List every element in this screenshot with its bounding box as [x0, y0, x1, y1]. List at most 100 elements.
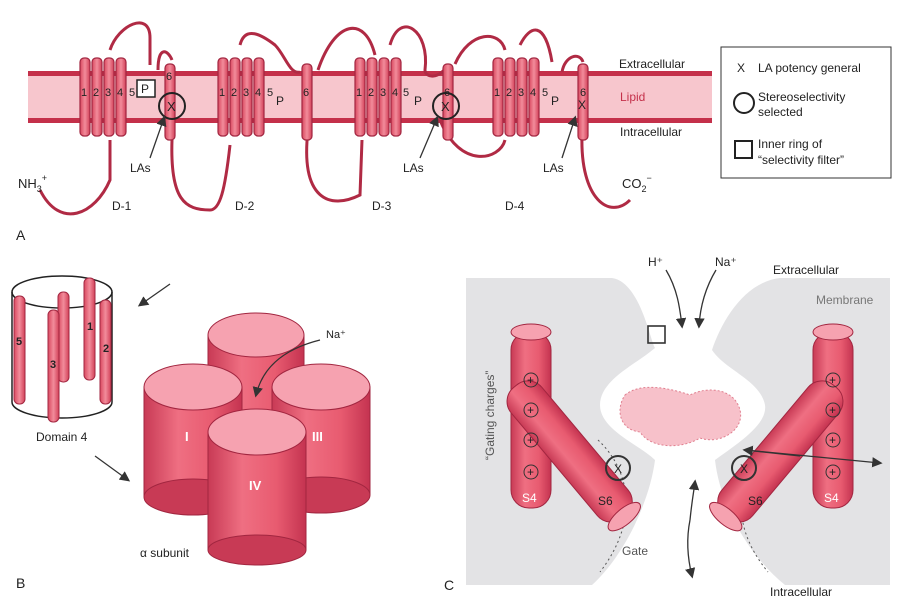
helix-d2-s4	[253, 57, 265, 137]
seg-num: 3	[243, 87, 249, 99]
segment-numbers: 1 2 3 4 5 6 1 2 3 4 5 6 1 2 3 4 5 6 1 2 …	[81, 71, 586, 99]
seg-num: 5	[403, 87, 409, 99]
rod-2	[99, 299, 112, 405]
helix-d1-s6	[164, 63, 176, 141]
seg-num: 2	[368, 87, 374, 99]
seg-num: 1	[356, 87, 362, 99]
seg-num: 4	[392, 87, 398, 99]
p-label: P	[276, 94, 284, 108]
legend-x-text: LA potency general	[758, 61, 861, 75]
h-label: H⁺	[648, 255, 663, 269]
panel-b-letter: B	[16, 575, 25, 591]
la-drug-molecule	[619, 386, 742, 447]
plus-sign: +	[829, 433, 836, 447]
plus-sign: +	[527, 403, 534, 417]
helix-d4-s2	[504, 57, 516, 137]
chain-loops	[38, 21, 632, 216]
la-sites: X X X	[158, 92, 586, 120]
las-label: LAs	[543, 161, 564, 175]
helix-d2-s1	[217, 57, 229, 137]
helix-d4-s4	[528, 57, 540, 137]
seg-num: 6	[580, 87, 586, 99]
legend-square-icon	[734, 140, 753, 159]
gating-charges-right: + + + +	[825, 372, 841, 480]
rod-5	[13, 295, 26, 405]
helix-d4-s6	[577, 63, 589, 141]
na-label-c: Na⁺	[715, 255, 737, 269]
rod-label: 1	[87, 321, 93, 333]
cylinder-label: I	[185, 429, 189, 444]
helix-d2-s2	[229, 57, 241, 137]
s6-helix-left	[506, 380, 641, 532]
helix-d3-s1	[354, 57, 366, 137]
x-mark-c: X	[740, 462, 748, 476]
legend-square-text-1: Inner ring of	[758, 137, 823, 151]
legend-circle-text-1: Stereoselectivity	[758, 90, 845, 104]
domain-4-label: Domain 4	[36, 430, 88, 444]
helix-bundles	[79, 57, 589, 141]
rod-label: 3	[50, 359, 56, 371]
helix-d3-s6	[442, 63, 454, 141]
las-label: LAs	[403, 161, 424, 175]
plus-sign: +	[829, 403, 836, 417]
s4-label-left: S4	[522, 491, 537, 505]
seg-num: 4	[255, 87, 261, 99]
extracellular-label-c: Extracellular	[773, 263, 839, 277]
rod-label: 2	[103, 343, 109, 355]
seg-num: 4	[530, 87, 536, 99]
helix-d2-s3	[241, 57, 253, 137]
helix-d1-s3	[103, 57, 115, 137]
membrane-label: Membrane	[816, 293, 874, 307]
legend-square-text-2: “selectivity filter”	[758, 153, 844, 167]
helix-d1-s2	[91, 57, 103, 137]
seg-num: 4	[117, 87, 123, 99]
seg-num: 3	[105, 87, 111, 99]
n-terminus: NH3+	[18, 173, 47, 194]
alpha-subunit	[143, 312, 371, 566]
gating-charges-left: + + + +	[523, 372, 539, 480]
panel-a: 1 2 3 4 5 6 1 2 3 4 5 6 1 2 3 4 5 6 1 2 …	[16, 21, 892, 243]
helix-d1-s1	[79, 57, 91, 137]
seg-num: 5	[267, 87, 273, 99]
intracellular-label-a: Intracellular	[620, 125, 682, 139]
alpha-subunit-label: α subunit	[140, 546, 190, 560]
seg-num: 3	[518, 87, 524, 99]
seg-num: 1	[219, 87, 225, 99]
helix-d4-s1	[492, 57, 504, 137]
seg-num: 5	[129, 87, 135, 99]
p-labels: P P P P	[136, 79, 559, 108]
stereo-circle	[432, 92, 460, 120]
domain-4-cylinder: 5 3 1 2	[11, 275, 113, 423]
plus-sign: +	[829, 373, 836, 387]
helix-d2-s6	[301, 63, 313, 141]
cylinder-label: III	[312, 429, 323, 444]
plus-sign: +	[829, 465, 836, 479]
seg-num: 6	[303, 87, 309, 99]
seg-num: 1	[494, 87, 500, 99]
las-labels: LAs LAs LAs	[130, 161, 564, 175]
p-label: P	[551, 94, 559, 108]
na-label-b: Na⁺	[326, 329, 346, 341]
legend-x-symbol: X	[737, 61, 745, 75]
selectivity-filter-square-c	[647, 325, 666, 344]
las-label: LAs	[130, 161, 151, 175]
intracellular-label-c: Intracellular	[770, 585, 832, 599]
rod-top	[57, 291, 70, 383]
panel-c-letter: C	[444, 577, 454, 593]
helix-d1-s4	[115, 57, 127, 137]
domain-label: D-1	[112, 199, 132, 213]
rod-1	[83, 277, 96, 381]
s6-label-left: S6	[598, 494, 613, 508]
s4-label-right: S4	[824, 491, 839, 505]
domain-label: D-4	[505, 199, 525, 213]
gating-charges-label: “Gating charges”	[483, 371, 497, 460]
panel-a-letter: A	[16, 227, 26, 243]
stereo-circle-c-left	[605, 455, 631, 481]
rod-label: 5	[16, 336, 22, 348]
seg-num: 2	[231, 87, 237, 99]
domain-label: D-3	[372, 199, 392, 213]
helix-d4-s3	[516, 57, 528, 137]
seg-num: 1	[81, 87, 87, 99]
legend-circle-text-2: selected	[758, 105, 803, 119]
